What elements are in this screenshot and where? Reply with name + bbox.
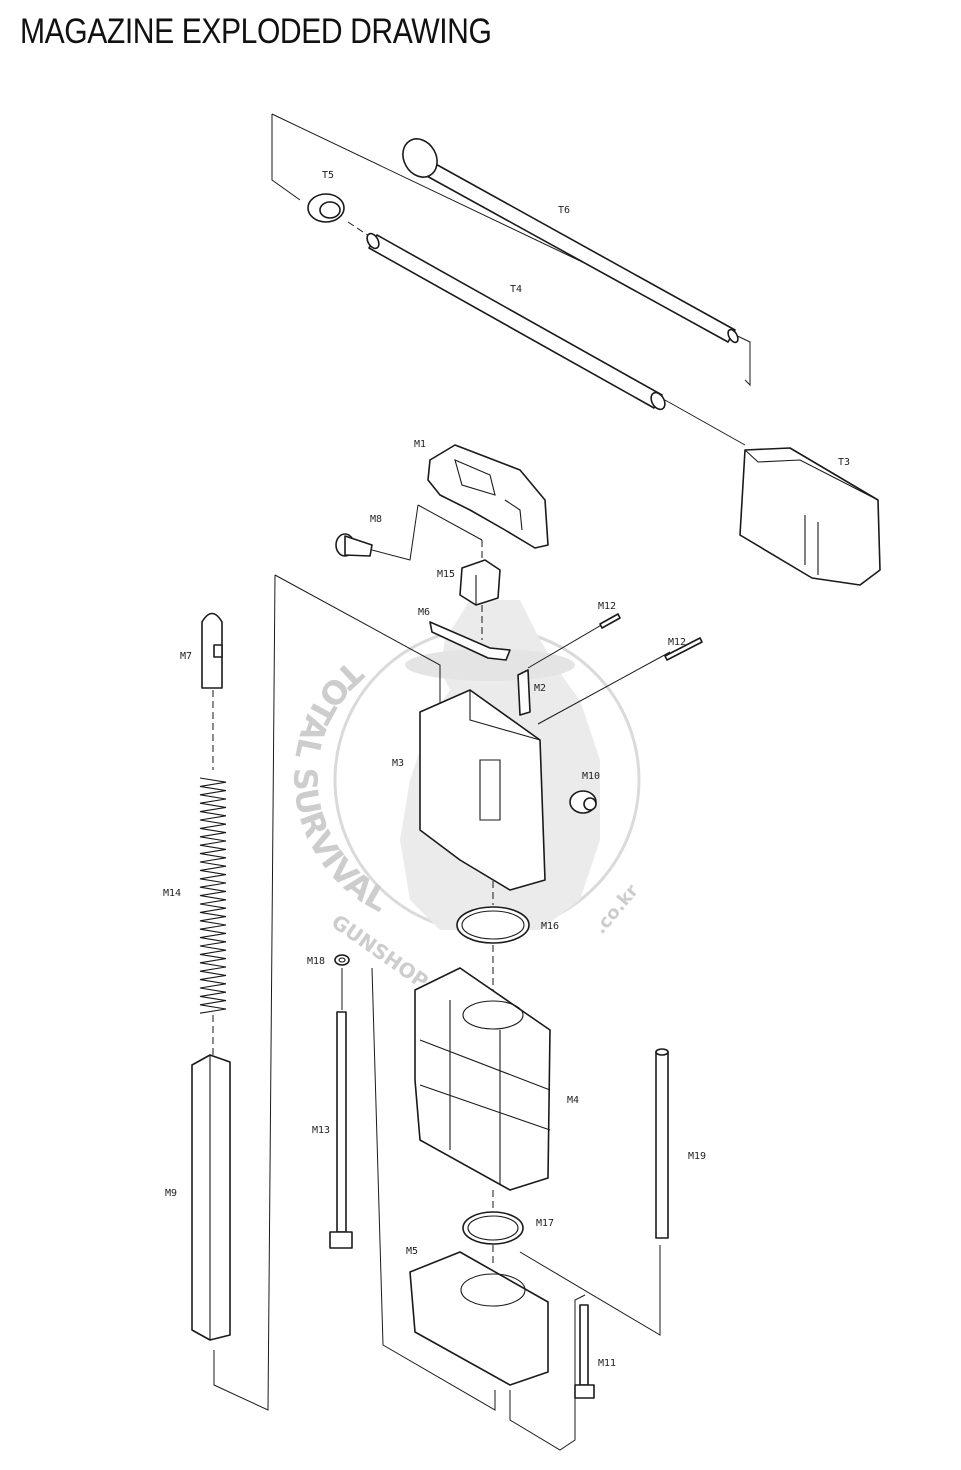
page-title: MAGAZINE EXPLODED DRAWING — [20, 12, 492, 51]
label-m3: M3 — [392, 758, 404, 769]
part-t4-tube — [366, 232, 666, 411]
part-m1-follower — [427, 444, 549, 549]
part-m16-oring — [456, 906, 530, 944]
label-m11: M11 — [598, 1358, 616, 1369]
label-m12-upper: M12 — [598, 601, 616, 612]
label-t5: T5 — [322, 170, 334, 181]
part-m13-screw — [329, 1011, 353, 1249]
watermark-ring-text: TOTAL SURVIVAL — [286, 654, 395, 920]
part-m18-washer — [334, 954, 350, 966]
part-m14-spring — [199, 777, 227, 1014]
part-m6-latch — [429, 621, 511, 661]
part-m7-cap — [201, 612, 223, 689]
part-m19-rod — [655, 1048, 669, 1239]
label-m8: M8 — [370, 514, 382, 525]
part-m5-base — [409, 1251, 549, 1386]
label-m18: M18 — [307, 956, 325, 967]
part-m10-valve — [569, 790, 597, 814]
label-m10: M10 — [582, 771, 600, 782]
label-m13: M13 — [312, 1125, 330, 1136]
label-m5: M5 — [406, 1246, 418, 1257]
label-m2: M2 — [534, 683, 546, 694]
part-m11-screw — [574, 1304, 595, 1399]
part-t3-block — [739, 447, 881, 586]
part-m12-pins — [599, 613, 703, 661]
label-m17: M17 — [536, 1218, 554, 1229]
watermark-domain-text: .co.kr — [590, 881, 643, 939]
part-labels: T5 T6 T4 T3 M1 M8 M15 M6 M12 M12 M2 M3 M… — [163, 170, 850, 1369]
label-t6: T6 — [558, 205, 570, 216]
part-m9-channel — [191, 1054, 231, 1341]
part-m2-clip — [517, 669, 531, 716]
label-m9: M9 — [165, 1188, 177, 1199]
part-m8-pin — [335, 533, 373, 557]
label-m15: M15 — [437, 569, 455, 580]
part-t6-rod — [402, 138, 739, 344]
part-m4-body — [414, 967, 551, 1191]
label-m7: M7 — [180, 651, 192, 662]
label-t4: T4 — [510, 284, 522, 295]
label-t3: T3 — [838, 457, 850, 468]
part-m3-housing — [419, 689, 546, 891]
leader-lines — [212, 113, 751, 1451]
part-m15-block — [459, 559, 501, 606]
label-m4: M4 — [567, 1095, 579, 1106]
part-t5-bushing — [307, 193, 345, 223]
hat-brim-icon — [405, 649, 575, 681]
label-m16: M16 — [541, 921, 559, 932]
label-m12-lower: M12 — [668, 637, 686, 648]
label-m19: M19 — [688, 1151, 706, 1162]
part-m17-oring — [462, 1211, 524, 1245]
label-m1: M1 — [414, 439, 426, 450]
label-m14: M14 — [163, 888, 181, 899]
label-m6: M6 — [418, 607, 430, 618]
